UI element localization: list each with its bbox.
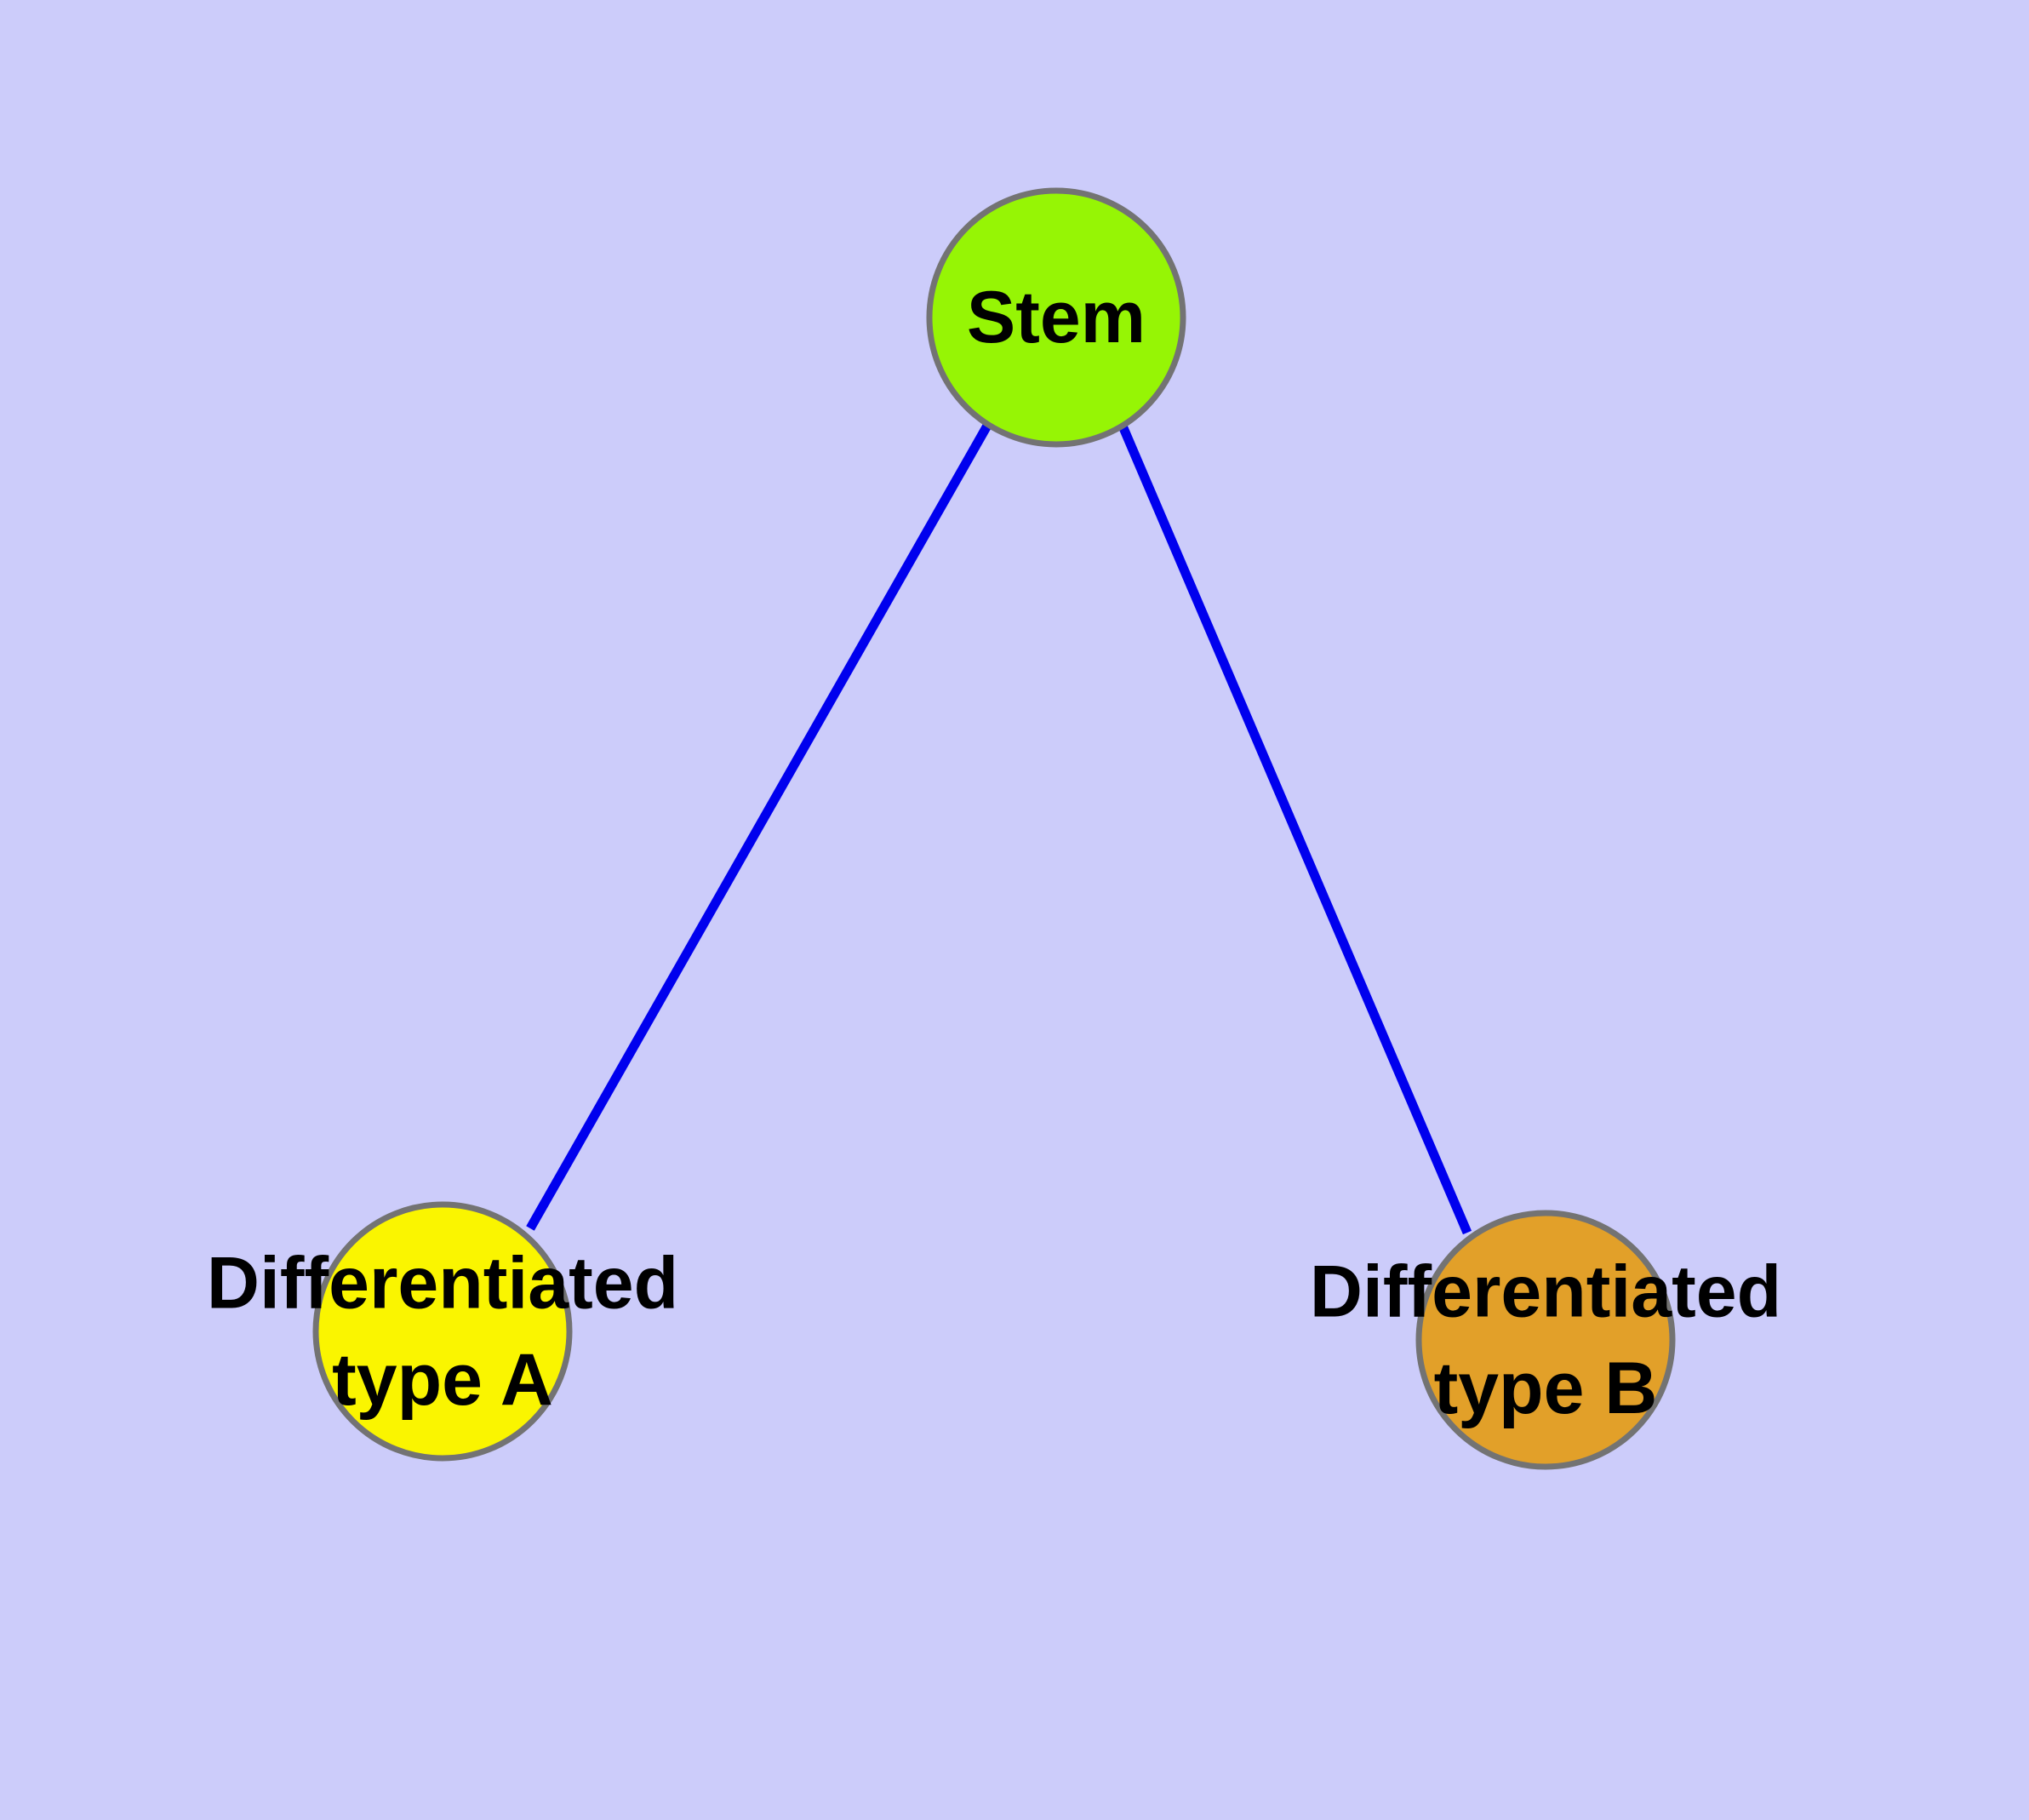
node-stem[interactable]: Stem [926, 187, 1186, 448]
node-label-line: type B [1434, 1348, 1658, 1429]
node-differentiated-type-a-label: Differentiated type A [207, 1242, 678, 1421]
node-label-line: type A [332, 1339, 553, 1421]
node-stem-label: Stem [967, 277, 1146, 358]
edges-layer [526, 421, 1472, 1235]
node-label-line: Differentiated [207, 1242, 678, 1324]
nodes-layer: Stem Differentiated type A Differentiated… [207, 187, 1781, 1470]
node-differentiated-type-b-circle[interactable] [1415, 1210, 1676, 1470]
edge-stem-to-differentiated-a[interactable] [526, 423, 992, 1231]
node-differentiated-type-a[interactable]: Differentiated type A [207, 1201, 678, 1462]
node-differentiated-type-b[interactable]: Differentiated type B [1310, 1210, 1781, 1470]
node-label-line: Stem [967, 277, 1146, 358]
node-label-line: Differentiated [1310, 1251, 1781, 1332]
node-differentiated-type-b-label: Differentiated type B [1310, 1251, 1781, 1429]
node-differentiated-type-a-circle[interactable] [312, 1201, 573, 1462]
node-stem-circle[interactable] [926, 187, 1186, 448]
edge-stem-to-differentiated-b[interactable] [1117, 421, 1472, 1235]
